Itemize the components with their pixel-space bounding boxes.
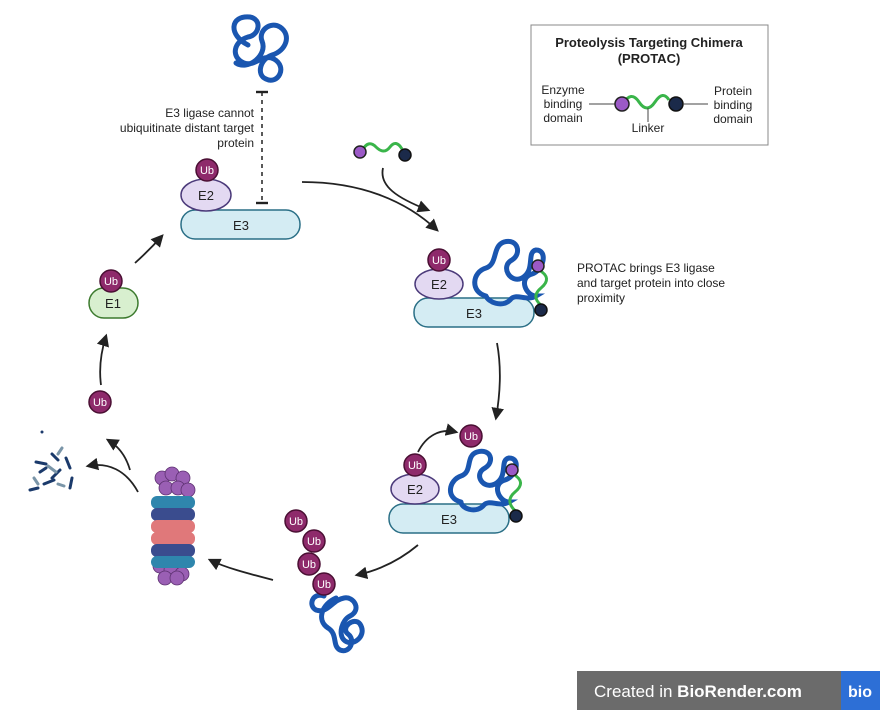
ternary-complex: E3 E2 Ub bbox=[413, 238, 548, 328]
ub-recycle-arrow bbox=[105, 438, 131, 471]
cannot-ubiquitinate-note: E3 ligase cannot ubiquitinate distant ta… bbox=[120, 106, 255, 150]
watermark-brand: BioRender.com bbox=[677, 682, 802, 701]
ub-label: Ub bbox=[200, 165, 214, 177]
cycle-arrow-6 bbox=[134, 234, 164, 264]
protein-label-2: binding bbox=[714, 98, 753, 112]
svg-text:E2: E2 bbox=[431, 277, 447, 292]
svg-text:E3: E3 bbox=[466, 306, 482, 321]
svg-text:E3 ligase cannot: E3 ligase cannot bbox=[165, 106, 254, 120]
enzyme-label-2: binding bbox=[544, 97, 583, 111]
ub-transfer-arrow bbox=[417, 423, 459, 453]
biorender-watermark: Created in BioRender.com bio bbox=[577, 671, 880, 710]
protac-legend: Proteolysis Targeting Chimera (PROTAC) E… bbox=[530, 24, 769, 146]
enzyme-label-3: domain bbox=[543, 111, 582, 125]
ubiquitination-complex: E3 E2 Ub Ub bbox=[388, 424, 523, 534]
svg-text:PROTAC brings E3 ligase: PROTAC brings E3 ligase bbox=[577, 261, 715, 275]
proximity-note: PROTAC brings E3 ligase and target prote… bbox=[577, 261, 725, 305]
legend-subtitle: (PROTAC) bbox=[618, 51, 681, 66]
svg-text:Ub: Ub bbox=[464, 431, 478, 443]
degradation-arrow bbox=[85, 457, 139, 493]
svg-text:Ub: Ub bbox=[408, 460, 422, 472]
svg-text:proximity: proximity bbox=[577, 291, 625, 305]
polyubiquitinated-protein: Ub Ub Ub Ub bbox=[284, 509, 365, 654]
protein-label-1: Protein bbox=[714, 84, 752, 98]
cycle-arrow-5 bbox=[96, 333, 109, 386]
svg-text:Ub: Ub bbox=[432, 255, 446, 267]
watermark-prefix: Created in bbox=[594, 682, 677, 701]
legend-protein-binder-icon bbox=[668, 96, 684, 112]
proteasome bbox=[151, 466, 196, 586]
legend-linker-icon bbox=[621, 94, 671, 110]
target-protein-distant bbox=[231, 14, 289, 83]
svg-text:protein: protein bbox=[217, 136, 254, 150]
cycle-arrow-3 bbox=[354, 544, 419, 580]
svg-text:Ub: Ub bbox=[104, 276, 118, 288]
e1-complex: E1 Ub bbox=[88, 269, 139, 319]
peptide-fragments bbox=[28, 430, 74, 492]
free-ubiquitin: Ub bbox=[88, 390, 112, 414]
legend-title: Proteolysis Targeting Chimera bbox=[555, 35, 743, 50]
svg-text:E3: E3 bbox=[441, 512, 457, 527]
cycle-arrow-2 bbox=[491, 342, 504, 421]
svg-text:Ub: Ub bbox=[302, 559, 316, 571]
svg-text:Created in BioRender.com: Created in BioRender.com bbox=[594, 682, 802, 701]
svg-text:Ub: Ub bbox=[93, 397, 107, 409]
svg-text:Ub: Ub bbox=[317, 579, 331, 591]
protac-molecule bbox=[353, 142, 412, 162]
cycle-arrow-1 bbox=[301, 181, 439, 232]
protac-binding-arrow bbox=[381, 167, 431, 213]
svg-text:E2: E2 bbox=[407, 482, 423, 497]
svg-text:Ub: Ub bbox=[289, 516, 303, 528]
biorender-logo: bio bbox=[848, 684, 872, 701]
svg-text:Ub: Ub bbox=[307, 536, 321, 548]
cycle-arrow-4 bbox=[207, 558, 274, 581]
linker-label: Linker bbox=[632, 121, 665, 135]
legend-enzyme-binder-icon bbox=[614, 96, 630, 112]
e3-label: E3 bbox=[233, 218, 249, 233]
svg-text:and target protein into close: and target protein into close bbox=[577, 276, 725, 290]
e2-label: E2 bbox=[198, 188, 214, 203]
e1-label: E1 bbox=[105, 296, 121, 311]
enzyme-label-1: Enzyme bbox=[541, 83, 585, 97]
protein-label-3: domain bbox=[713, 112, 752, 126]
e3-complex-top: E3 E2 Ub bbox=[180, 158, 301, 240]
svg-text:ubiquitinate distant target: ubiquitinate distant target bbox=[120, 121, 255, 135]
